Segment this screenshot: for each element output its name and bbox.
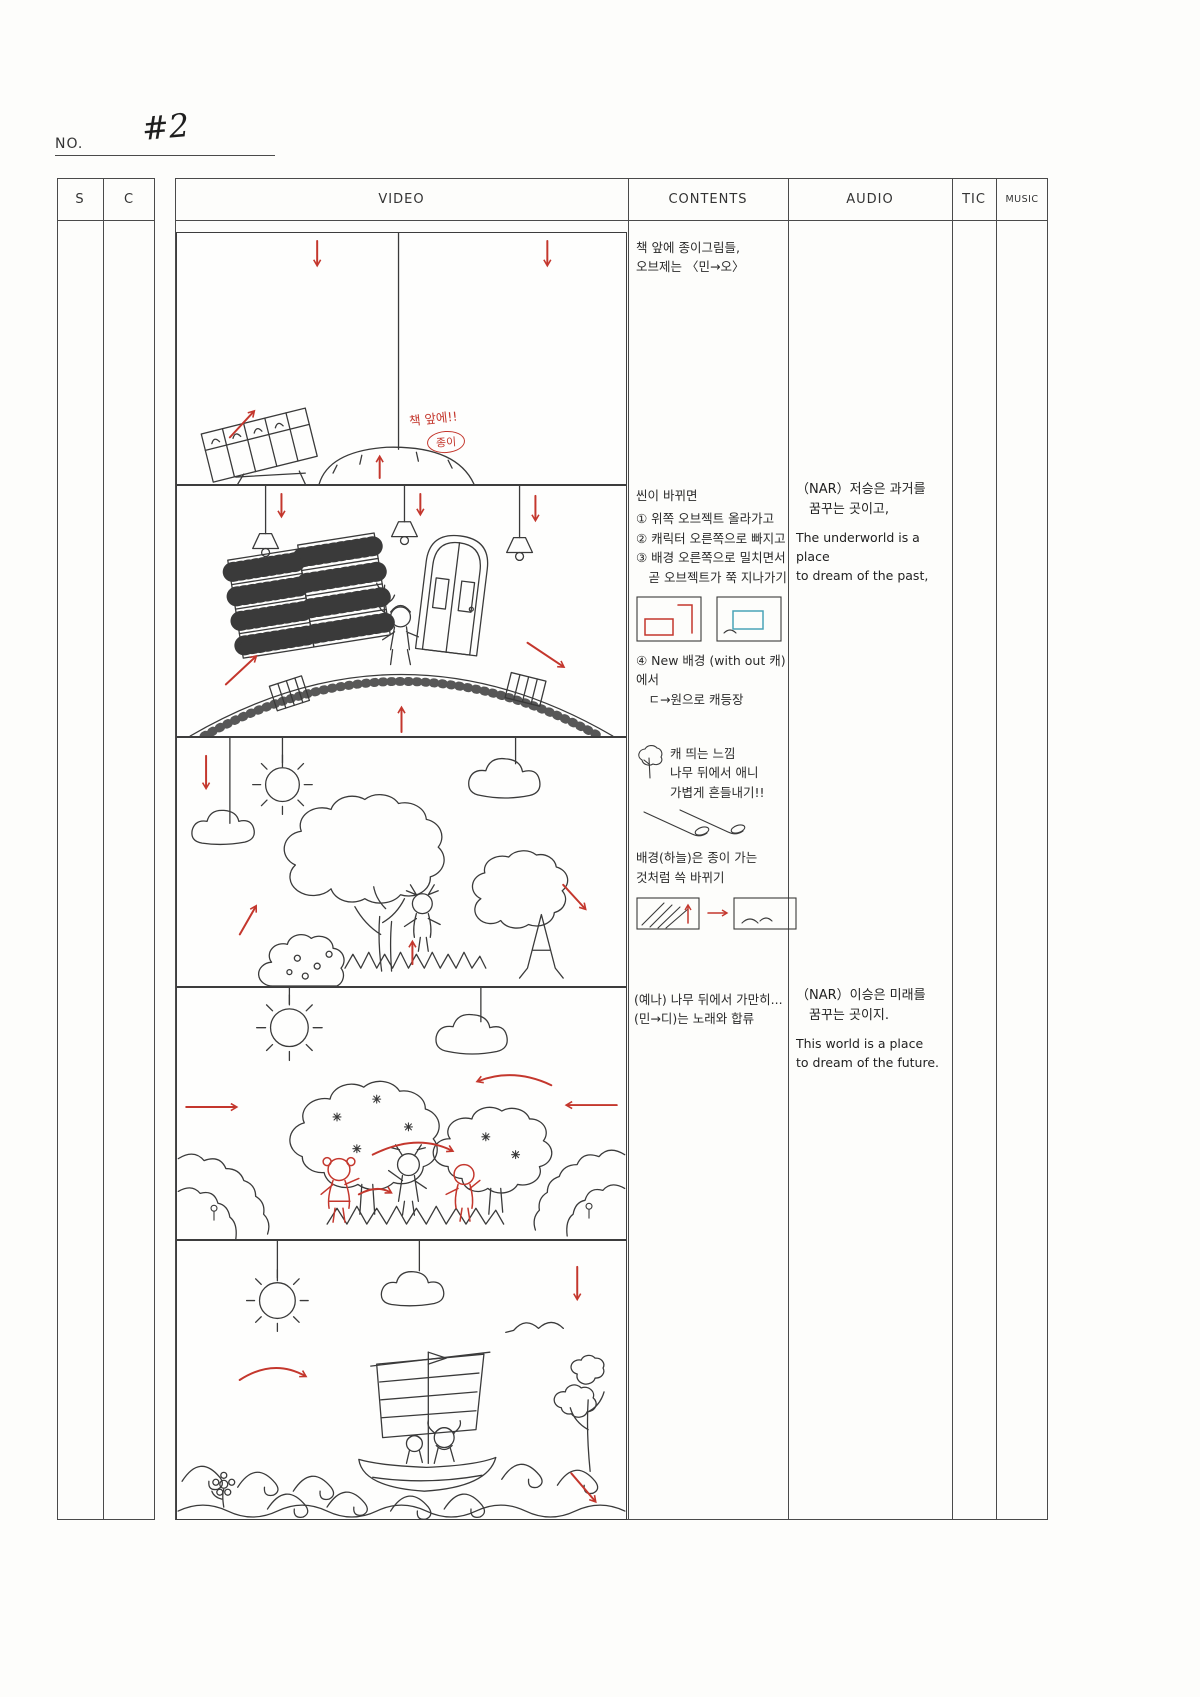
contents-panel-1: 책 앞에 종이그림들, 오브제는 〈민→오〉	[636, 238, 788, 277]
storyboard-frame-4	[176, 987, 627, 1240]
contents-panel-4-text: (예나) 나무 뒤에서 가만히... (민→디)는 노래와 합류	[634, 992, 783, 1027]
col-header-music: MUSIC	[1005, 193, 1039, 205]
col-header-video: VIDEO	[378, 191, 425, 207]
col-header-tic: TIC	[962, 191, 986, 207]
contents-panel-2-title: 씬이 바뀌면	[636, 488, 698, 503]
contents-panel-3-text: 캐 띄는 느낌 나무 뒤에서 애니 가볍게 흔들내기!!	[670, 746, 765, 800]
page-no-handwritten: #2	[140, 106, 191, 148]
contents-panel-2: 씬이 바뀌면 ① 위쪽 오브젝트 올라가고 ② 캐릭터 오른쪽으로 빠지고 ③ …	[636, 486, 788, 709]
panel-2-sketch	[189, 486, 614, 736]
contents-panel-3: 캐 띄는 느낌 나무 뒤에서 애니 가볍게 흔들내기!! 배경(하늘)은 종이 …	[636, 744, 797, 941]
page-no-underline	[55, 155, 275, 157]
contents-panel-2-steps-2: ④ New 배경 (with out 캐)에서 ㄷ→원으로 캐등장	[636, 652, 786, 707]
panel-5-sketch	[177, 1241, 626, 1519]
contents-panel-4: (예나) 나무 뒤에서 가만히... (민→디)는 노래와 합류	[634, 990, 792, 1029]
audio-panel-4-korean: （NAR）이승은 미래를 꿈꾸는 곳이지.	[796, 988, 926, 1023]
panel-1-sketch	[200, 233, 552, 484]
audio-panel-4: （NAR）이승은 미래를 꿈꾸는 곳이지. This world is a pl…	[796, 986, 948, 1073]
sc-table	[57, 178, 155, 1520]
contents-panel-2-thumbnails	[636, 596, 782, 642]
audio-panel-4-english: This world is a place to dream of the fu…	[796, 1036, 940, 1070]
storyboard-frame-1: 책 앞에!! 종이	[176, 232, 627, 485]
audio-panel-2-korean: （NAR）저승은 과거를 꿈꾸는 곳이고,	[796, 482, 926, 517]
col-header-c: C	[123, 191, 135, 207]
audio-panel-2: （NAR）저승은 과거를 꿈꾸는 곳이고, The underworld is …	[796, 480, 948, 585]
storyboard-frame-3	[176, 737, 627, 987]
audio-panel-2-english: The underworld is a place to dream of th…	[796, 530, 929, 583]
page-no-label: NO.	[55, 136, 84, 152]
tree-icon	[638, 744, 663, 779]
storyboard-frame-5	[176, 1240, 627, 1520]
col-header-contents: CONTENTS	[668, 191, 748, 207]
panel-4-sketch	[177, 988, 626, 1239]
col-header-s: S	[75, 191, 85, 207]
contents-panel-1-text: 책 앞에 종이그림들, 오브제는 〈민→오〉	[636, 240, 745, 275]
panel-3-sketch	[191, 738, 587, 986]
contents-panel-2-steps: ① 위쪽 오브젝트 올라가고 ② 캐릭터 오른쪽으로 빠지고 ③ 배경 오른쪽으…	[636, 511, 787, 585]
golf-clubs-icon	[643, 809, 746, 837]
contents-panel-3-thumbnails	[636, 897, 797, 930]
storyboard-frame-2	[176, 485, 627, 737]
contents-panel-3-text-2: 배경(하늘)은 종이 가는 것처럼 쓱 바뀌기	[636, 850, 758, 885]
col-header-audio: AUDIO	[846, 191, 894, 207]
